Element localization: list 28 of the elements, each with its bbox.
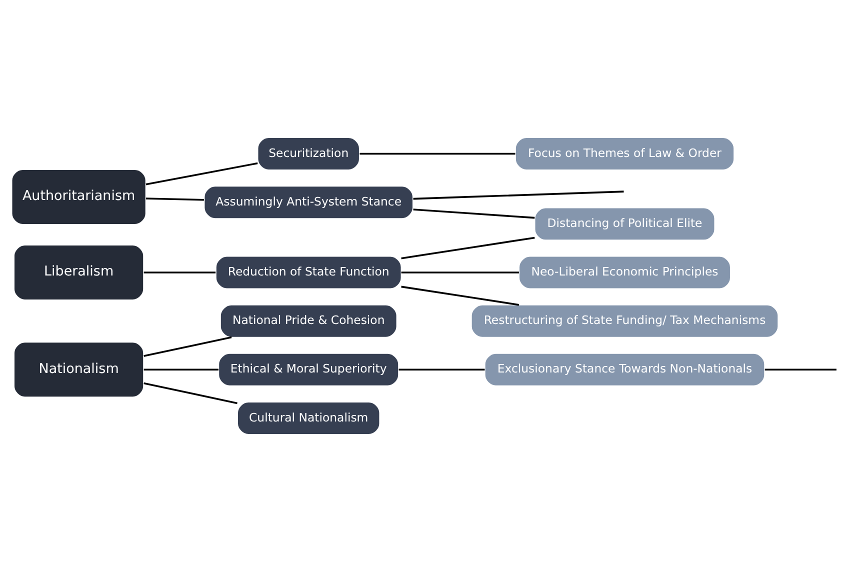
node-box: Restructuring of State Funding/ Tax Mechanisms (470, 304, 779, 338)
node-box: Liberalism (14, 244, 144, 300)
connector (144, 382, 238, 404)
connector (401, 236, 535, 260)
node-box: Assumingly Anti-System Stance (204, 186, 414, 219)
connector (764, 368, 836, 371)
node-box: Reduction of State Function (216, 256, 402, 290)
connector (144, 272, 216, 274)
connector (146, 198, 204, 201)
node-box: Authoritarianism (11, 169, 146, 225)
connector (401, 272, 519, 274)
connector (401, 286, 520, 306)
connector (146, 162, 258, 186)
node-box: Distancing of Political Elite (534, 207, 716, 241)
node-box: Cultural Nationalism (237, 402, 380, 435)
node-box: Nationalism (14, 342, 144, 398)
connector (398, 368, 485, 371)
node-box: Securitization (257, 137, 360, 170)
connector (360, 152, 516, 155)
connector (144, 368, 219, 371)
node-box: National Pride & Cohesion (220, 304, 398, 338)
connector (413, 208, 535, 219)
node-box: Focus on Themes of Law & Order (515, 137, 734, 170)
node-box: Ethical & Moral Superiority (218, 353, 399, 386)
connector (413, 190, 624, 200)
node-box: Exclusionary Stance Towards Non-Nationals (484, 353, 766, 386)
node-box: Neo-Liberal Economic Principles (518, 256, 731, 290)
connector (144, 336, 232, 357)
